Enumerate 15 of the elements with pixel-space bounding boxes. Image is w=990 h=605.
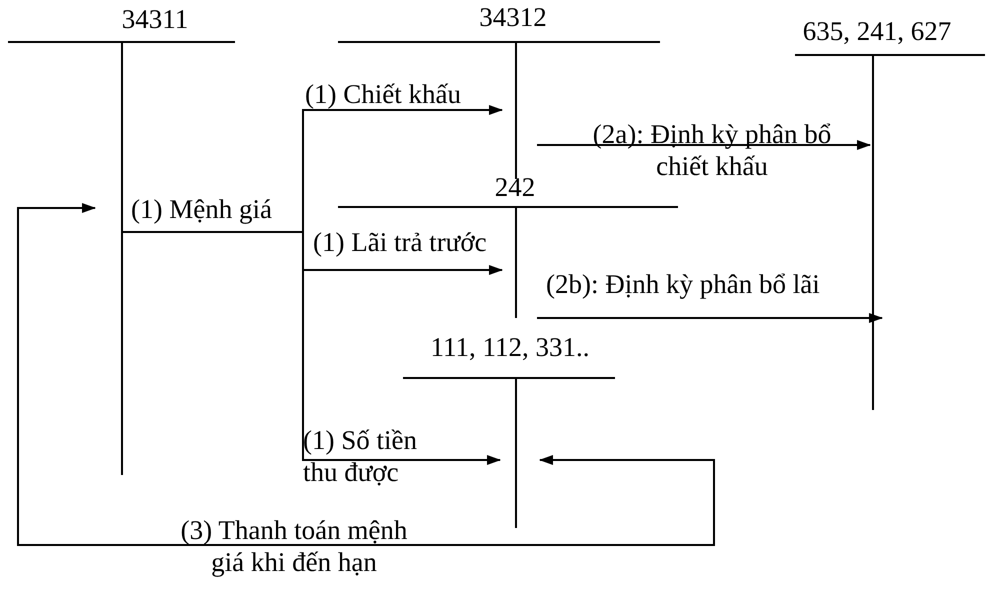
edge-label: (3) Thanh toán mệnh giá khi đến hạn	[180, 514, 408, 578]
account-number: 242	[494, 171, 536, 203]
edge-label: (1) Số tiền thu được	[303, 424, 418, 488]
entry-label: (1) Mệnh giá	[131, 193, 272, 225]
account-number: 635, 241, 627	[802, 15, 952, 47]
account-number: 111, 112, 331..	[430, 331, 590, 363]
account-number: 34311	[122, 3, 188, 35]
arrow	[17, 203, 715, 546]
edge-label: (1) Chiết khấu	[305, 78, 462, 110]
edge-label: (2b): Định kỳ phân bổ lãi	[546, 268, 821, 300]
edge-label: (1) Lãi trả trước	[313, 226, 488, 258]
arrow	[537, 313, 883, 323]
edge-label: (2a): Định kỳ phân bổ chiết khấu	[592, 118, 832, 182]
account-number: 34312	[479, 1, 547, 33]
arrow	[537, 140, 871, 150]
